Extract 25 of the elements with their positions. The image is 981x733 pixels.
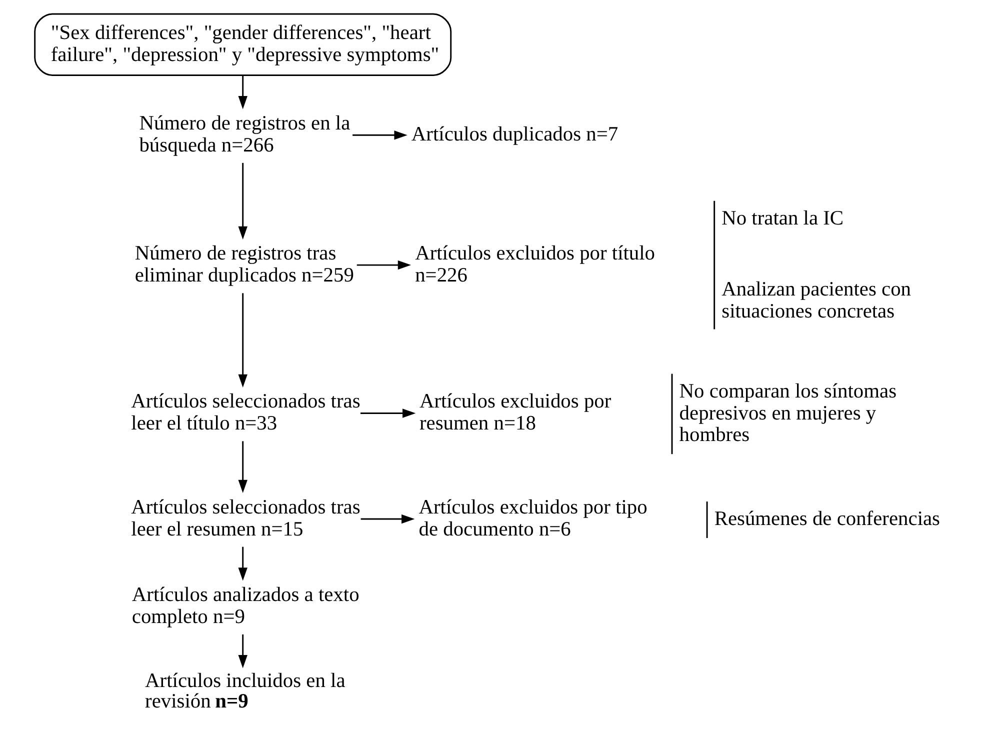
node-text: Artículos excluidos por tipo de documento n=6 bbox=[418, 496, 647, 540]
node-text: Artículos excluidos por resumen n=18 bbox=[418, 390, 611, 435]
node-text: Artículos excluidos por título n=226 bbox=[414, 242, 655, 286]
arrow bbox=[238, 293, 247, 388]
arrow bbox=[356, 260, 411, 270]
arrow bbox=[238, 634, 247, 668]
arrow bbox=[360, 514, 414, 524]
arrow bbox=[238, 441, 247, 494]
arrow bbox=[360, 408, 416, 418]
node-box: "Sex differences", "gender differences", "heart failure", "depression" y "depressive symptoms" bbox=[34, 13, 452, 76]
node-text: Número de registros tras eliminar duplicados n=259 bbox=[134, 242, 354, 286]
node-label: No comparan los síntomas depresivos en mujeres y hombres bbox=[678, 380, 896, 446]
node-label: Analizan pacientes con situaciones concretas bbox=[721, 278, 911, 322]
node-label: Resúmenes de conferencias bbox=[714, 508, 940, 530]
node-text: Artículos seleccionados tras leer el resumen n=15 bbox=[130, 496, 360, 540]
node-text: Artículos incluidos en la revisión n=9 bbox=[144, 670, 345, 713]
arrow bbox=[238, 162, 247, 240]
arrow bbox=[352, 130, 407, 140]
node-text: Número de registros en la búsqueda n=266 bbox=[138, 112, 350, 156]
node-label: No tratan la IC bbox=[721, 207, 844, 230]
node-text: Artículos seleccionados tras leer el título n=33 bbox=[130, 390, 360, 435]
arrow bbox=[238, 76, 247, 110]
node-text: Artículos duplicados n=7 bbox=[410, 124, 618, 146]
node-text: Artículos analizados a texto completo n=9 bbox=[131, 584, 359, 628]
arrow bbox=[238, 546, 247, 581]
